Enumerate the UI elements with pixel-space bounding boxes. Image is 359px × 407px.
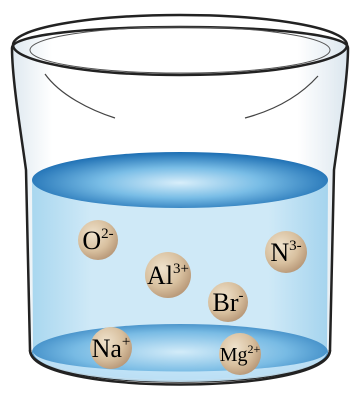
ion-symbol: Al xyxy=(147,261,173,290)
ion-charge: 3- xyxy=(289,238,302,254)
ion-symbol: Na xyxy=(92,334,123,363)
ion-symbol: Br xyxy=(213,288,239,317)
water-surface xyxy=(32,152,328,208)
ion-magnesium: Mg2+ xyxy=(219,333,261,375)
ion-aluminum: Al3+ xyxy=(145,252,191,298)
ion-charge: 2+ xyxy=(248,342,261,356)
ion-symbol: O xyxy=(82,226,101,255)
ion-bromide: Br- xyxy=(208,282,248,322)
ion-charge: 3+ xyxy=(173,261,189,277)
ion-symbol: Mg xyxy=(220,344,248,366)
ion-charge: - xyxy=(239,288,244,304)
ion-symbol: N xyxy=(270,238,289,267)
ion-oxide: O2- xyxy=(78,220,118,260)
ion-nitride: N3- xyxy=(265,231,307,273)
ion-charge: 2- xyxy=(101,226,114,242)
ion-charge: + xyxy=(122,334,130,350)
ion-sodium: Na+ xyxy=(90,327,132,369)
